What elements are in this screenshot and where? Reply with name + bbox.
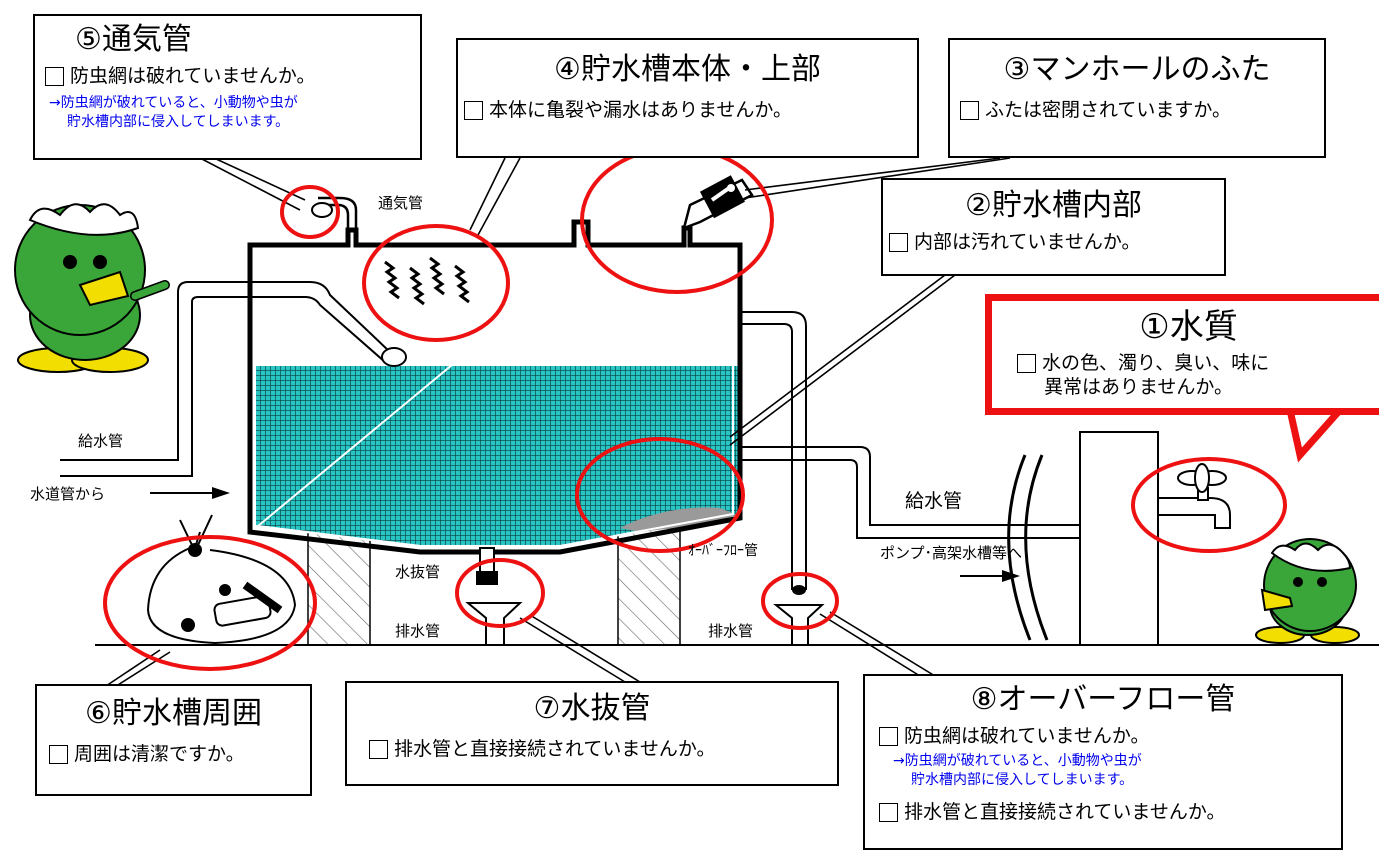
highlight-manhole — [580, 146, 774, 294]
note-line: →防虫網が破れていると、小動物や虫が — [49, 95, 298, 111]
check-item: 水の色、濁り、臭い、味に — [1017, 351, 1379, 375]
mascot-icon-right — [1255, 538, 1360, 644]
checkbox-icon — [369, 739, 388, 759]
highlight-crack — [362, 224, 510, 342]
callout-tank-interior: ②貯水槽内部 内部は汚れていませんか。 — [881, 178, 1226, 276]
callout-title: ②貯水槽内部 — [965, 188, 1142, 223]
check-item-text: 防虫網は破れていませんか。 — [904, 725, 1150, 747]
label-drain-pipe-1: 排水管 — [395, 622, 441, 640]
support-block-left — [307, 527, 371, 646]
note-line: 貯水槽内部に侵入してしまいます。 — [911, 772, 1134, 788]
label-drain-valve: 水抜管 — [395, 563, 441, 581]
checkbox-icon — [45, 66, 64, 86]
check-item-text: 排水管と直接接続されていませんか。 — [904, 801, 1226, 823]
callout-title: ①水質 — [1139, 307, 1238, 347]
callout-tank-surroundings: ⑥貯水槽周囲 周囲は清潔ですか。 — [35, 684, 312, 796]
float-valve — [381, 347, 407, 367]
callout-tank-body: ④貯水槽本体・上部 本体に亀裂や漏水はありませんか。 — [456, 38, 919, 158]
note-line: →防虫網が破れていると、小動物や虫が — [893, 753, 1142, 769]
overflow-funnel — [773, 604, 825, 646]
check-item: 内部は汚れていませんか。 — [889, 230, 1224, 254]
checkbox-icon — [879, 802, 898, 822]
faucet-column — [1079, 431, 1159, 646]
check-item-text: 防虫網は破れていませんか。 — [70, 65, 316, 87]
highlight-interior — [575, 437, 745, 553]
check-item-text: 内部は汚れていませんか。 — [914, 231, 1141, 253]
label-overflow: ｵｰﾊﾞｰﾌﾛｰ管 — [688, 543, 758, 559]
callout-title: ④貯水槽本体・上部 — [554, 52, 821, 87]
checkbox-icon — [49, 744, 68, 764]
callout-overflow-pipe: ⑧オーバーフロー管 防虫網は破れていませんか。 →防虫網が破れていると、小動物や… — [863, 674, 1343, 850]
garbage-bag-icon — [146, 514, 297, 645]
check-item: 防虫網は破れていませんか。 — [45, 64, 420, 88]
check-item-text: 水の色、濁り、臭い、味に — [1042, 352, 1270, 374]
vent-cap — [311, 202, 333, 218]
outlet-pipe — [740, 446, 1090, 539]
drain-valve — [476, 547, 498, 585]
checkbox-icon — [1017, 353, 1036, 373]
highlight-vent — [280, 185, 340, 239]
check-item-continued: 異常はありませんか。 — [1044, 376, 1234, 398]
check-item: ふたは密閉されていますか。 — [960, 98, 1324, 122]
label-supply-pipe-left: 給水管 — [78, 432, 124, 450]
callout-vent-pipe: ⑤通気管 防虫網は破れていませんか。 →防虫網が破れていると、小動物や虫が 貯水… — [33, 14, 422, 160]
note-line: 貯水槽内部に侵入してしまいます。 — [67, 114, 290, 130]
check-item: 排水管と直接接続されていませんか。 — [369, 737, 837, 761]
flow-arrow-in — [150, 487, 230, 499]
label-to-pump: ポンプ･高架水槽等へ — [880, 544, 1023, 562]
inlet-pipe — [60, 281, 391, 477]
check-item: 本体に亀裂や漏水はありませんか。 — [464, 98, 917, 122]
checkbox-icon — [464, 100, 483, 120]
crack-marks — [384, 256, 470, 306]
check-item-text: 本体に亀裂や漏水はありませんか。 — [489, 99, 793, 121]
callout-title: ⑤通気管 — [75, 22, 192, 57]
checkbox-icon — [889, 232, 908, 252]
check-item-text: 周囲は清潔ですか。 — [74, 743, 245, 765]
check-item: 周囲は清潔ですか。 — [49, 742, 310, 766]
highlight-faucet — [1131, 457, 1287, 553]
highlight-drain — [455, 558, 545, 628]
label-supply-pipe-right: 給水管 — [905, 490, 963, 512]
callout-manhole-lid: ③マンホールのふた ふたは密閉されていますか。 — [948, 38, 1326, 158]
callout-water-quality: ①水質 水の色、濁り、臭い、味に 異常はありませんか。 — [985, 294, 1379, 415]
tank-water — [256, 366, 740, 545]
manhole-lid — [682, 175, 754, 231]
highlight-overflow — [761, 572, 839, 630]
callout-title: ⑧オーバーフロー管 — [970, 682, 1236, 717]
tank-sediment — [620, 507, 738, 532]
callout-title: ③マンホールのふた — [1003, 52, 1271, 87]
leader-lines — [99, 157, 1011, 691]
checkbox-icon — [879, 726, 898, 746]
check-item-text: ふたは密閉されていますか。 — [985, 99, 1232, 121]
check-item-text: 排水管と直接接続されていませんか。 — [394, 738, 716, 760]
callout1-tail — [1285, 406, 1348, 463]
faucet-icon — [1157, 463, 1231, 529]
label-vent-pipe: 通気管 — [378, 194, 424, 212]
callout-drain-valve: ⑦水抜管 排水管と直接接続されていませんか。 — [345, 681, 839, 786]
check-item: 排水管と直接接続されていませんか。 — [879, 800, 1341, 824]
label-drain-pipe-2: 排水管 — [708, 622, 754, 640]
callout-title: ⑥貯水槽周囲 — [85, 696, 262, 731]
label-from-mains: 水道管から — [30, 485, 106, 503]
mascot-icon-left — [14, 203, 170, 373]
highlight-surround — [103, 535, 317, 671]
checkbox-icon — [960, 100, 979, 120]
overflow-pipe — [740, 311, 807, 590]
callout-title: ⑦水抜管 — [533, 691, 651, 726]
pipe-break — [1007, 454, 1049, 641]
check-item: 防虫網は破れていませんか。 — [879, 724, 1341, 748]
